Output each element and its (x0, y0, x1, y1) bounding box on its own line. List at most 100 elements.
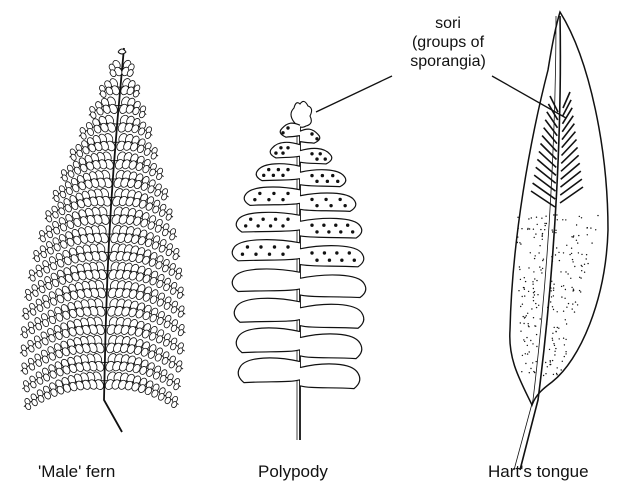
pinnule (40, 250, 48, 258)
sorus-dot (286, 218, 289, 221)
stipple-dot (566, 323, 567, 324)
polypody-pinna-left (238, 358, 300, 383)
harts-tongue-caption: Hart's tongue (488, 462, 589, 482)
stipple-dot (547, 307, 548, 308)
stipple-dot (522, 355, 523, 356)
stipple-dot (564, 344, 565, 345)
stipple-dot (557, 367, 558, 368)
stipple-dot (580, 277, 581, 278)
stipple-dot (545, 216, 546, 217)
stipple-dot (578, 252, 579, 253)
stipple-dot (579, 277, 580, 278)
stipple-dot (526, 315, 527, 316)
sorus-dot (267, 168, 270, 171)
stipple-dot (530, 252, 531, 253)
pinnule (155, 172, 163, 180)
stipple-dot (569, 254, 570, 255)
polypody-frond-drawing (232, 101, 366, 440)
stipple-dot (557, 327, 558, 328)
stipple-dot (561, 286, 562, 287)
sorus-dot (269, 224, 272, 227)
stipple-dot (577, 242, 578, 243)
sorus-dot (267, 198, 270, 201)
pinna-outline (300, 275, 366, 298)
stipple-dot (552, 229, 553, 230)
sorus-dot (286, 126, 289, 129)
stipple-dot (565, 353, 566, 354)
polypody-pinna-right (300, 170, 346, 187)
pinna-outline (300, 364, 360, 389)
pinnule (150, 152, 158, 160)
stipple-dot (525, 281, 526, 282)
stipple-dot (543, 259, 544, 260)
stipple-dot (556, 214, 557, 215)
sorus-dot (310, 152, 313, 155)
male-fern-pinna-right (104, 370, 179, 408)
pinna-outline (236, 212, 300, 232)
stipple-dot (572, 303, 573, 304)
stipple-dot (536, 334, 537, 335)
stipple-dot (536, 307, 537, 308)
stipple-dot (551, 296, 552, 297)
stipple-dot (563, 311, 564, 312)
sorus-dot (346, 224, 349, 227)
stipple-dot (520, 322, 521, 323)
stipple-dot (576, 224, 577, 225)
stipple-dot (534, 237, 535, 238)
stipple-dot (580, 291, 581, 292)
stipple-dot (560, 271, 561, 272)
pinna-outline (232, 269, 300, 292)
sorus-dot (310, 174, 313, 177)
sorus-dot (241, 253, 244, 256)
stipple-dot (584, 272, 585, 273)
stipple-dot (534, 291, 535, 292)
stipple-dot (559, 260, 560, 261)
pinnule (23, 312, 30, 320)
pinna-outline (234, 298, 300, 322)
sorus-dot (322, 224, 325, 227)
polypody-pinna-right (300, 218, 362, 238)
stipple-dot (553, 214, 554, 215)
stipple-dot (574, 266, 575, 267)
stipple-dot (595, 229, 596, 230)
pinnule (28, 326, 36, 334)
stipple-dot (527, 313, 528, 314)
stipple-dot (541, 272, 542, 273)
pinnule (25, 293, 32, 301)
sorus-dot (343, 204, 346, 207)
sorus-dot (315, 180, 318, 183)
sorus-dot (259, 245, 262, 248)
male-fern-pinna-left (89, 95, 119, 119)
stipple-dot (552, 340, 553, 341)
stipple-dot (557, 311, 558, 312)
polypody-pinna-right (300, 275, 366, 298)
stipple-dot (542, 268, 543, 269)
pinna-outline (300, 170, 346, 187)
stipple-dot (528, 291, 529, 292)
pinnule (144, 131, 152, 139)
sorus-dot (246, 245, 249, 248)
stipple-dot (552, 333, 553, 334)
stipple-dot (523, 287, 524, 288)
sorus-dot (335, 251, 338, 254)
pinnule (52, 211, 60, 220)
stipple-dot (564, 298, 565, 299)
stipple-dot (550, 364, 551, 365)
stipple-dot (550, 360, 551, 361)
sorus-dot (272, 174, 275, 177)
sorus-dot (281, 174, 284, 177)
sorus-dot (315, 259, 318, 262)
pinnule (168, 268, 176, 276)
stipple-dot (541, 218, 542, 219)
polypody-pinna-right (300, 148, 332, 164)
stipple-dot (527, 345, 528, 346)
polypody-pinna-right (300, 334, 362, 359)
pinnule (28, 363, 36, 371)
pinnule (160, 193, 167, 201)
pinnule (39, 235, 46, 243)
stipple-dot (546, 324, 547, 325)
stipple-dot (571, 287, 572, 288)
polypody-pinna-left (232, 269, 300, 292)
stipple-dot (529, 228, 530, 229)
pinna-outline (256, 164, 300, 181)
